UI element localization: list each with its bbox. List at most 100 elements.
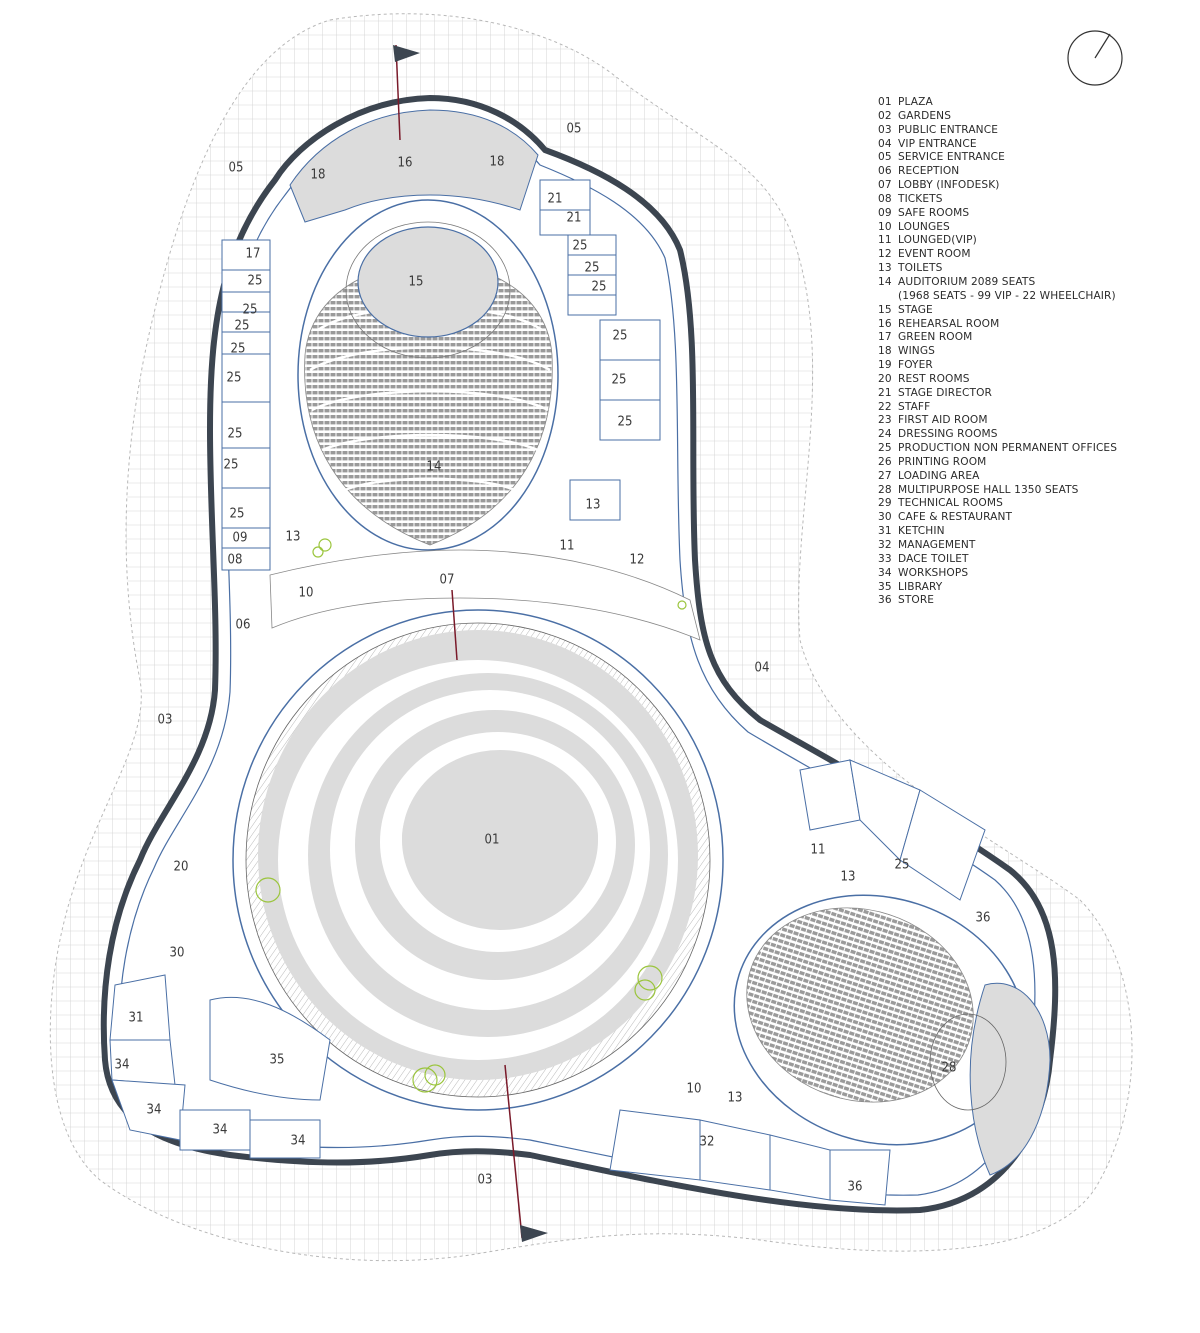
right-offices [539, 179, 661, 521]
room-label: 25 [618, 415, 633, 430]
legend-code: 03 [878, 123, 892, 136]
legend-item: 35 LIBRARY [878, 581, 1188, 595]
room-label: 06 [236, 618, 251, 633]
room-label: 16 [398, 156, 413, 171]
multipurpose-stage [969, 982, 1051, 1176]
room-label: 25 [585, 261, 600, 276]
legend-item: 20 REST ROOMS [878, 373, 1188, 387]
legend-code: 20 [878, 372, 892, 385]
room-label: 34 [213, 1123, 228, 1138]
legend-code: 12 [878, 248, 892, 261]
legend-code: 29 [878, 497, 892, 510]
stage-area [357, 226, 499, 338]
room-label: 21 [548, 192, 563, 207]
room-label: 25 [613, 329, 628, 344]
room-label: 30 [170, 946, 185, 961]
legend-code: 27 [878, 469, 892, 482]
room-label: 13 [586, 498, 601, 513]
legend-label: PRODUCTION NON PERMANENT OFFICES [898, 442, 1118, 455]
legend-label: CAFE & RESTAURANT [898, 511, 1013, 524]
room-label: 14 [427, 460, 442, 475]
room-label: 15 [409, 275, 424, 290]
room-label: 25 [592, 280, 607, 295]
legend-code: 04 [878, 137, 892, 150]
legend-label: AUDITORIUM 2089 SEATS [898, 275, 1036, 288]
legend-code: 28 [878, 483, 892, 496]
legend-label: STAFF [898, 400, 931, 413]
legend-label: GARDENS [898, 109, 952, 122]
legend-label: STORE [898, 594, 935, 607]
legend-label: RECEPTION [898, 165, 960, 178]
legend-item: 29 TECHNICAL ROOMS [878, 497, 1188, 511]
legend-code: 07 [878, 179, 892, 192]
legend-code: 01 [878, 96, 892, 108]
building-inner-wall [118, 115, 1036, 1196]
legend-label: LIBRARY [898, 580, 943, 593]
legend-label: PRINTING ROOM [898, 455, 987, 468]
room-label: 11 [811, 843, 826, 858]
left-offices [221, 239, 271, 571]
legend-code: 22 [878, 400, 892, 413]
stage-outline [345, 221, 511, 359]
room-label: 21 [567, 211, 582, 226]
legend-label: SERVICE ENTRANCE [898, 151, 1005, 164]
legend-label: FOYER [898, 359, 933, 372]
legend-label: DRESSING ROOMS [898, 428, 998, 441]
legend-code: 24 [878, 428, 892, 441]
room-label: 36 [976, 911, 991, 926]
legend-code: 35 [878, 580, 892, 593]
room-label: 08 [228, 553, 243, 568]
legend-item: 12 EVENT ROOM [878, 248, 1188, 262]
legend-code: 36 [878, 594, 892, 607]
legend-label: REHEARSAL ROOM [898, 317, 1000, 330]
room-label: 32 [700, 1135, 715, 1150]
legend-code: 15 [878, 303, 892, 316]
room-label: 05 [567, 122, 582, 137]
legend-item: 01 PLAZA [878, 96, 1188, 110]
legend-label: STAGE DIRECTOR [898, 386, 993, 399]
room-label: 13 [286, 530, 301, 545]
legend-label: STAGE [898, 303, 933, 316]
legend-label: TECHNICAL ROOMS [898, 497, 1003, 510]
room-label: 20 [174, 860, 189, 875]
legend-code: 16 [878, 317, 892, 330]
room-label: 25 [248, 274, 263, 289]
room-label: 11 [560, 539, 575, 554]
room-label: 03 [478, 1173, 493, 1188]
legend-code: 02 [878, 109, 892, 122]
legend-item: 18 WINGS [878, 345, 1188, 359]
legend-label: EVENT ROOM [898, 248, 971, 261]
lower-right-rooms [609, 1109, 891, 1206]
multipurpose-stage-ring [929, 1013, 1007, 1111]
legend-label: REST ROOMS [898, 372, 970, 385]
room-label: 28 [942, 1061, 957, 1076]
room-label: 34 [291, 1134, 306, 1149]
room-label: 25 [228, 427, 243, 442]
legend-code: 17 [878, 331, 892, 344]
room-label: 25 [231, 342, 246, 357]
room-label: 25 [235, 319, 250, 334]
room-label: 03 [158, 713, 173, 728]
room-label: 35 [270, 1053, 285, 1068]
room-label: 18 [490, 155, 505, 170]
legend-code: 18 [878, 345, 892, 358]
room-label: 10 [687, 1082, 702, 1097]
room-label: 18 [311, 168, 326, 183]
legend-label: WINGS [898, 345, 935, 358]
legend-label: PLAZA [898, 96, 933, 108]
